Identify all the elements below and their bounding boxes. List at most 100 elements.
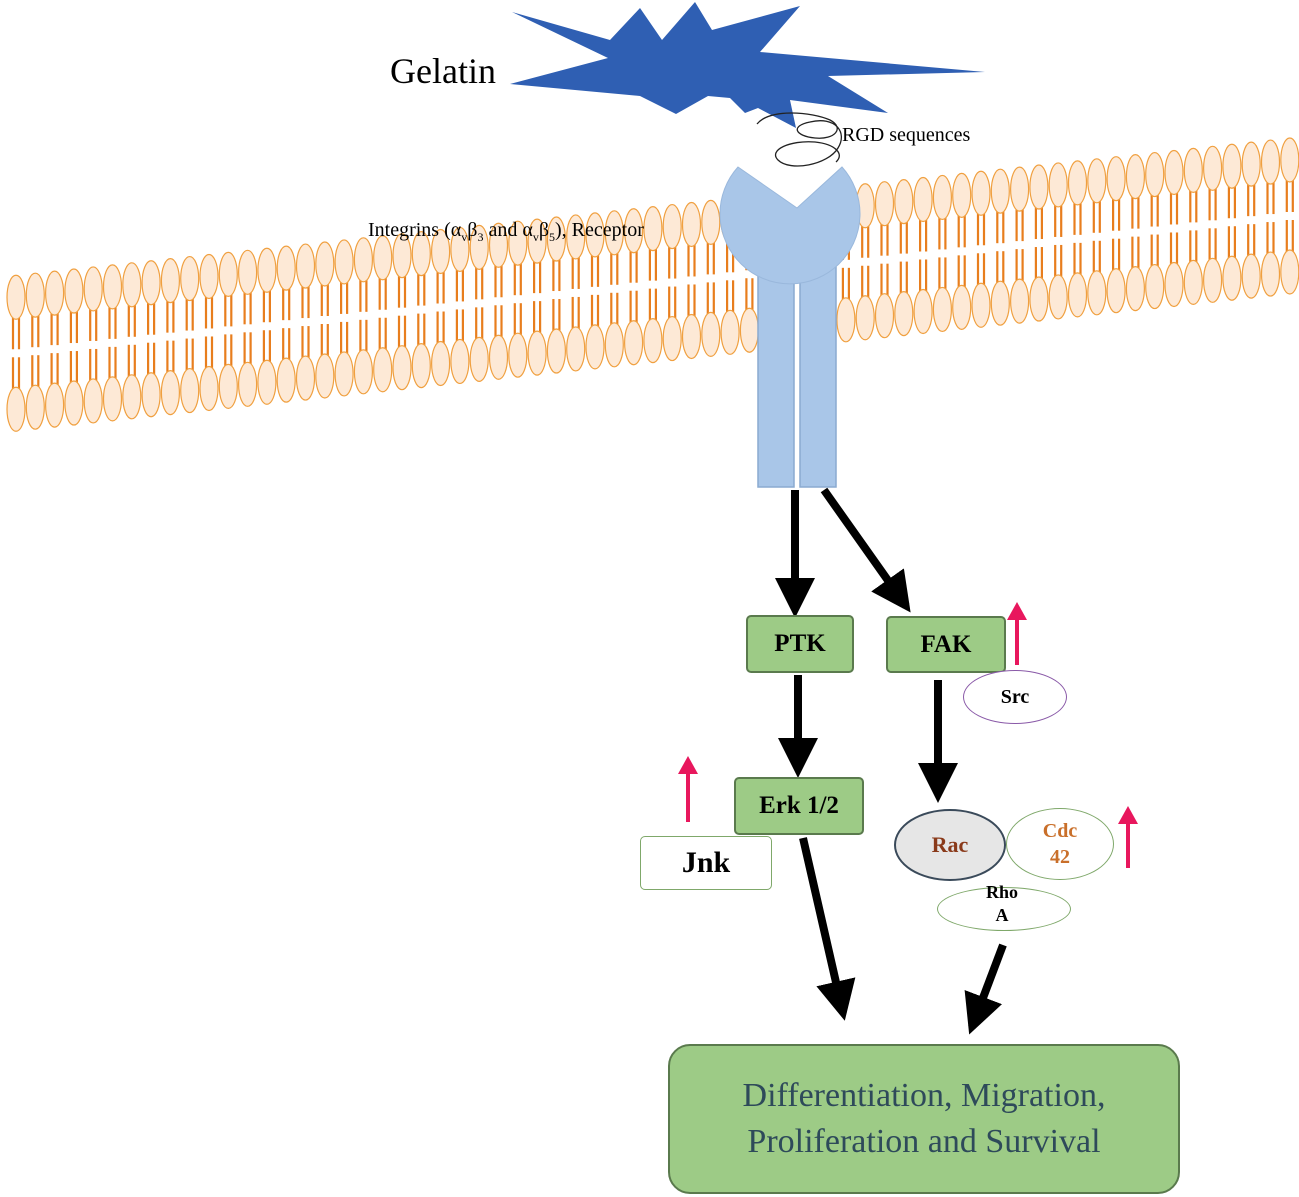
lipid-head	[1106, 156, 1126, 202]
lipid-head	[874, 181, 895, 227]
lipid-head	[739, 307, 760, 353]
lipid-head	[199, 253, 219, 300]
lipid-head	[1202, 257, 1223, 303]
receptor-left-leg	[757, 254, 795, 488]
lipid-head	[971, 170, 991, 216]
lipid-head	[643, 318, 663, 364]
lipid-head	[623, 208, 644, 254]
lipid-head	[932, 286, 953, 333]
cdc42-node: Cdc 42	[1006, 808, 1114, 880]
lipid-head	[1260, 139, 1281, 185]
erk-node: Erk 1/2	[734, 777, 864, 835]
cdc42-label-line1: Cdc	[1042, 820, 1078, 842]
lipid-head	[102, 264, 123, 310]
lipid-head	[199, 365, 219, 412]
lipid-head	[122, 262, 142, 308]
lipid-head	[990, 280, 1010, 326]
lipid-head	[431, 228, 451, 275]
lipid-head	[952, 172, 972, 218]
lipid-head	[894, 290, 914, 337]
lipid-head	[353, 349, 373, 395]
rhoa-label: Rho A	[985, 882, 1018, 925]
lipid-head	[141, 260, 161, 306]
gelatin-star-icon	[510, 2, 985, 128]
lipid-head	[1241, 141, 1261, 187]
integrin-receptor	[719, 166, 861, 488]
lipid-head	[508, 220, 528, 266]
lipid-head	[392, 233, 412, 279]
lipid-head	[1029, 276, 1049, 322]
lipid-head	[1280, 249, 1299, 295]
lipid-head	[1067, 160, 1088, 206]
lipid-head	[238, 249, 258, 295]
lipid-head	[160, 370, 180, 416]
lipid-head	[44, 382, 65, 428]
lipid-head	[585, 212, 605, 258]
lipid-head	[257, 247, 277, 293]
up-arrow-icon-cdc42	[1118, 806, 1138, 868]
lipid-head	[623, 320, 644, 366]
lipid-head	[488, 334, 509, 380]
lipid-head	[180, 255, 200, 302]
lipid-head	[392, 345, 412, 391]
lipid-head	[836, 297, 856, 343]
lipid-head	[720, 309, 740, 355]
lipid-head	[662, 315, 682, 362]
lipid-head	[373, 235, 393, 281]
lipid-head	[913, 176, 933, 223]
lipid-head	[855, 295, 875, 341]
arrow-receptor-to-fak	[820, 487, 911, 613]
lipid-head	[527, 218, 547, 264]
up-arrow-icon-jnk	[678, 756, 698, 822]
lipid-head	[122, 374, 142, 420]
lipid-head	[894, 178, 914, 225]
lipid-head	[1164, 261, 1184, 308]
lipid-head	[527, 330, 547, 376]
lipid-head	[1087, 270, 1107, 316]
lipid-head	[681, 313, 702, 360]
lipid-head	[276, 245, 296, 291]
lipid-head	[218, 251, 238, 297]
lipid-head	[411, 230, 431, 277]
lipid-head	[990, 168, 1010, 214]
lipid-head	[315, 353, 335, 399]
lipid-head	[971, 282, 991, 328]
lipid-head	[1029, 164, 1049, 210]
lipid-head	[874, 293, 895, 339]
rgd-squiggle-icon	[756, 112, 843, 167]
lipid-bilayer	[6, 137, 1299, 432]
lipid-head	[488, 222, 509, 268]
lipid-head	[952, 284, 972, 330]
lipid-head	[662, 203, 682, 250]
lipid-head	[44, 270, 65, 316]
lipid-head	[1222, 143, 1242, 189]
lipid-head	[546, 216, 567, 262]
fak-node: FAK	[886, 616, 1006, 673]
lipid-head	[25, 384, 45, 430]
lipid-head	[604, 322, 624, 368]
lipid-head	[1202, 145, 1223, 191]
lipid-head	[1048, 274, 1068, 320]
up-arrow-icon-fak	[1007, 602, 1027, 665]
lipid-head	[450, 226, 470, 273]
outcome-line1: Differentiation, Migration,	[742, 1077, 1106, 1114]
lipid-head	[141, 372, 161, 418]
gelatin-label: Gelatin	[390, 51, 496, 91]
lipid-head	[681, 201, 702, 248]
lipid-head	[585, 324, 605, 370]
lipid-head	[334, 239, 354, 285]
lipid-head	[276, 357, 296, 403]
lipid-head	[701, 311, 721, 357]
rhoa-node	[937, 887, 1071, 931]
lipid-head	[508, 332, 528, 378]
lipid-head	[180, 367, 200, 414]
rac-node: Rac	[894, 809, 1006, 881]
lipid-head	[1164, 149, 1184, 196]
lipid-head	[1145, 151, 1165, 198]
lipid-head	[431, 340, 451, 387]
lipid-head	[932, 174, 953, 221]
lipid-head	[1087, 158, 1107, 204]
lipid-head	[334, 351, 354, 397]
